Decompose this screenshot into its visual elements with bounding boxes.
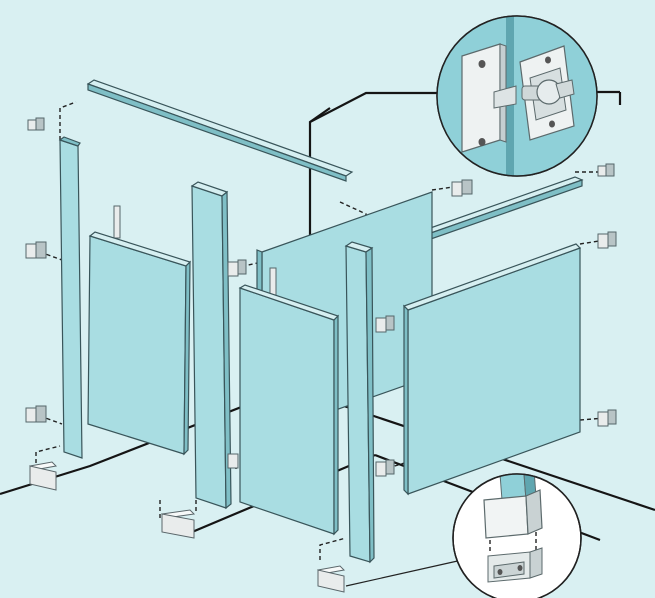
wall-bracket — [27, 117, 45, 131]
wall-bracket — [451, 179, 473, 197]
wall-bracket — [25, 241, 47, 259]
wall-bracket — [597, 163, 615, 177]
wall-bracket — [227, 453, 239, 469]
pilaster-right — [344, 241, 375, 564]
door-panel-left — [87, 231, 192, 456]
pilaster-shoe-right — [316, 565, 346, 593]
wall-bracket — [25, 405, 47, 423]
pilaster-left — [58, 136, 83, 459]
headrail-left — [86, 79, 354, 182]
wall-bracket — [227, 259, 247, 277]
wall-bracket — [375, 459, 395, 477]
pilaster-middle — [190, 181, 232, 510]
pilaster-shoe-left — [28, 461, 58, 491]
door-latch-detail — [436, 15, 598, 177]
pilaster-floor-mount-detail — [452, 473, 582, 598]
wall-bracket — [375, 315, 395, 333]
pilaster-shoe-middle — [160, 509, 196, 539]
wall-bracket — [597, 231, 617, 249]
wall-brackets — [25, 117, 617, 477]
wall-bracket — [597, 409, 617, 427]
partition-panel-right — [402, 243, 582, 496]
door-panel-middle — [238, 284, 340, 536]
wall-corner-lines — [308, 90, 622, 300]
